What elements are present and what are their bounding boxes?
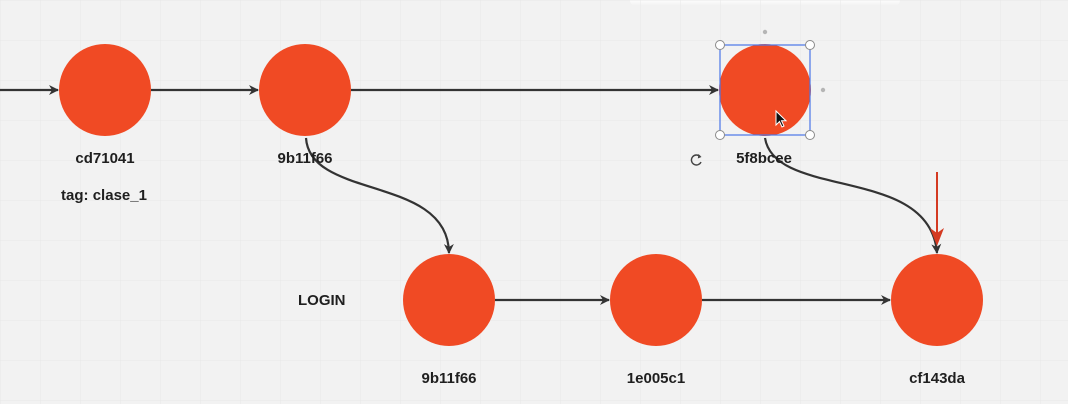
commit-label-1e005c1: 1e005c1 xyxy=(626,370,686,387)
edge-9b11f66-login-branch[interactable] xyxy=(304,137,454,254)
commit-node-5f8bcee[interactable] xyxy=(719,44,811,136)
commit-label-cf143da: cf143da xyxy=(909,370,965,387)
pointer-cursor-icon xyxy=(775,109,788,128)
resize-handle-top-left[interactable] xyxy=(715,40,725,50)
commit-label-9b11f66: 9b11f66 xyxy=(277,150,333,167)
connector-dot-right[interactable] xyxy=(820,87,826,93)
branch-label-login: LOGIN xyxy=(298,292,346,309)
commit-label-cd71041: cd71041 xyxy=(75,150,135,167)
resize-handle-bottom-right[interactable] xyxy=(805,130,815,140)
connector-dot-top[interactable] xyxy=(762,29,768,35)
commit-label-9b11f66-login: 9b11f66 xyxy=(421,370,477,387)
selection-frame[interactable] xyxy=(715,29,826,140)
red-pointer-arrow-head xyxy=(930,228,944,246)
resize-handle-top-right[interactable] xyxy=(805,40,815,50)
commit-node-9b11f66-login[interactable] xyxy=(403,254,495,346)
commit-node-cf143da[interactable] xyxy=(891,254,983,346)
commit-node-1e005c1[interactable] xyxy=(610,254,702,346)
commit-label-5f8bcee: 5f8bcee xyxy=(736,150,792,167)
edge-5f8bcee-cf143da-merge[interactable] xyxy=(763,137,942,254)
resize-handle-bottom-left[interactable] xyxy=(715,130,725,140)
commit-node-cd71041[interactable] xyxy=(59,44,151,136)
tag-label: tag: clase_1 xyxy=(61,187,147,204)
commit-node-9b11f66[interactable] xyxy=(259,44,351,136)
